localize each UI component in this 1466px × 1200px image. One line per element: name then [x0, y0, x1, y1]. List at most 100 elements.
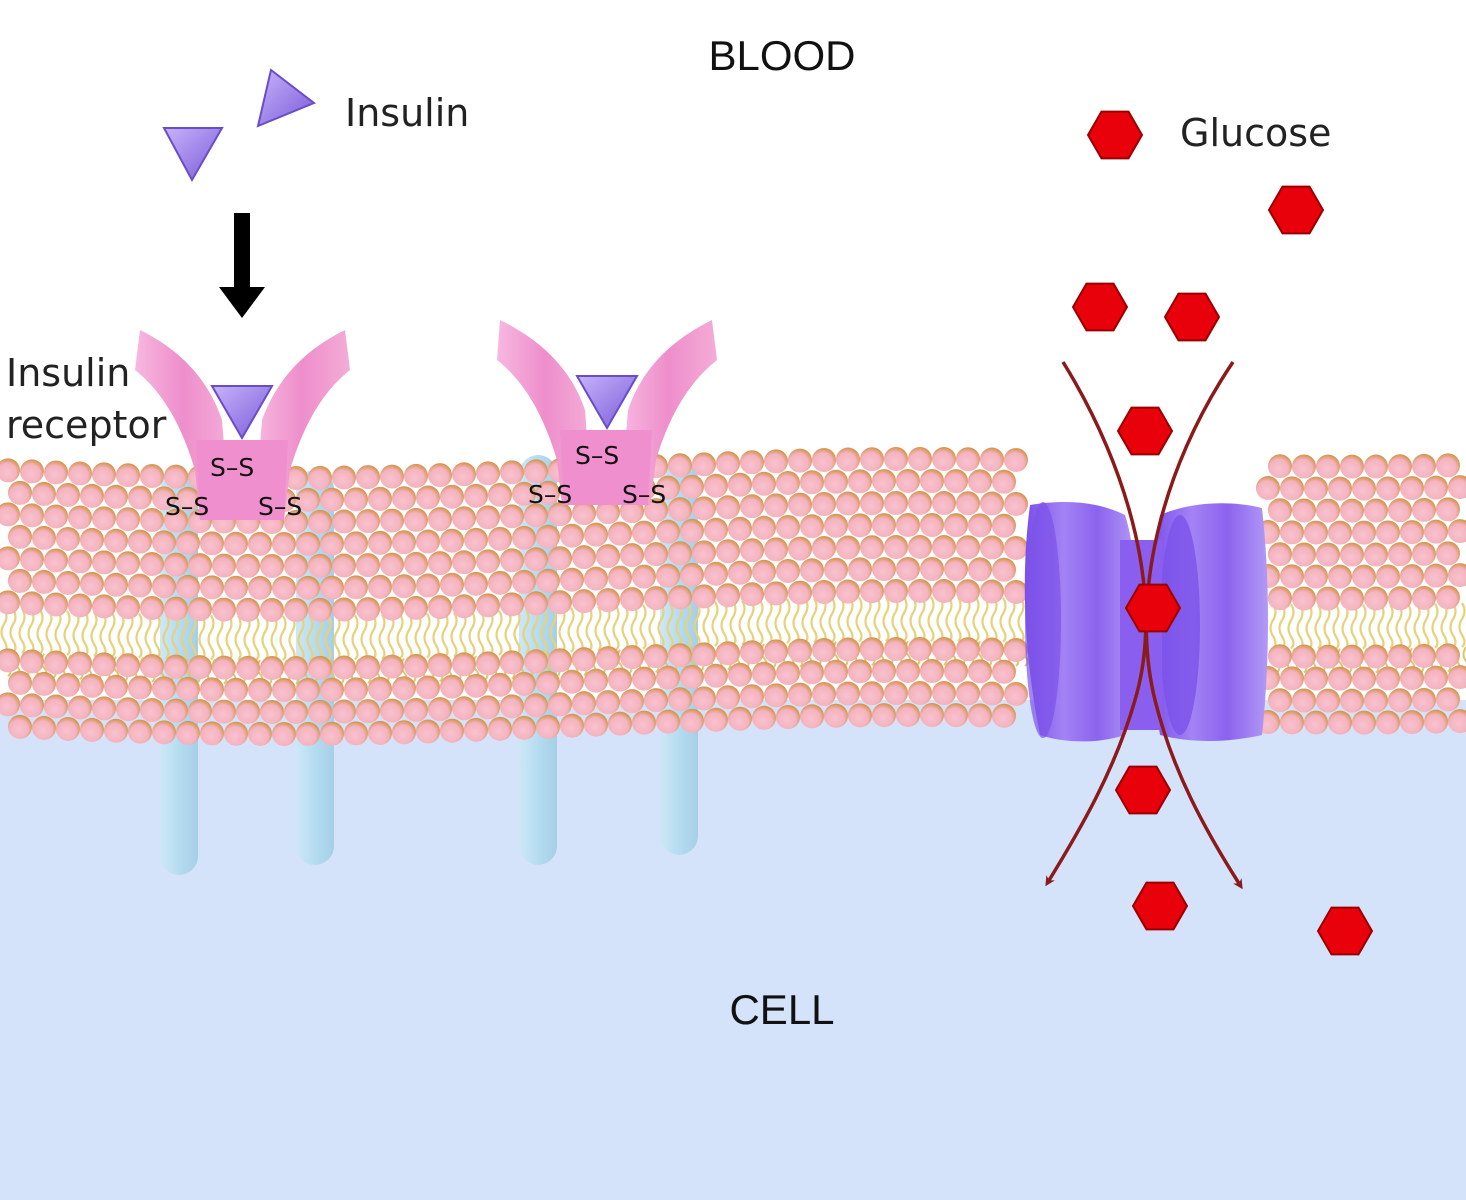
phospholipid-head — [452, 462, 476, 487]
phospholipid-head — [524, 547, 548, 572]
phospholipid-head — [572, 545, 596, 570]
disulfide-bond-label: S–S — [165, 492, 209, 521]
phospholipid-head — [1412, 497, 1436, 522]
phospholipid-head — [356, 699, 380, 724]
phospholipid-head — [1436, 453, 1460, 478]
phospholipid-head — [788, 638, 812, 663]
phospholipid-head — [824, 513, 848, 538]
phospholipid-head — [956, 681, 980, 706]
phospholipid-head — [8, 568, 32, 593]
lipid-tail — [144, 613, 152, 659]
phospholipid-head — [140, 463, 164, 488]
phospholipid-head — [680, 664, 704, 689]
phospholipid-head — [644, 542, 668, 567]
lipid-tail — [666, 603, 674, 649]
phospholipid-head — [464, 483, 488, 508]
phospholipid-head — [1388, 454, 1412, 479]
phospholipid-head — [872, 469, 896, 494]
phospholipid-head — [788, 536, 812, 561]
phospholipid-head — [944, 469, 968, 494]
insulin-molecule — [256, 68, 316, 128]
lipid-tail — [522, 609, 530, 655]
lipid-tail — [504, 609, 512, 656]
lipid-tail — [486, 610, 494, 657]
lipid-tail — [900, 596, 908, 642]
lipid-tail — [1462, 646, 1466, 672]
phospholipid-head — [428, 697, 452, 722]
phospholipid-head — [104, 528, 128, 553]
phospholipid-head — [884, 447, 908, 472]
lipid-tail — [405, 613, 413, 659]
phospholipid-head — [716, 641, 740, 666]
phospholipid-head — [884, 637, 908, 662]
phospholipid-head — [236, 699, 260, 724]
lipid-tail — [171, 614, 179, 660]
phospholipid-head — [32, 569, 56, 594]
phospholipid-head — [1364, 644, 1388, 669]
phospholipid-head — [368, 486, 392, 511]
phospholipid-head — [416, 573, 440, 598]
phospholipid-head — [524, 693, 548, 718]
phospholipid-head — [428, 551, 452, 576]
lipid-tail — [612, 605, 620, 651]
phospholipid-head — [560, 567, 584, 592]
phospholipid-head — [308, 597, 332, 622]
phospholipid-head — [56, 526, 80, 551]
phospholipid-head — [332, 597, 356, 622]
lipid-tail — [882, 596, 890, 642]
phospholipid-head — [68, 549, 92, 574]
lipid-tail — [783, 598, 791, 644]
phospholipid-head — [80, 717, 104, 742]
phospholipid-head — [1388, 498, 1412, 523]
phospholipid-head — [824, 703, 848, 728]
phospholipid-head — [896, 468, 920, 493]
phospholipid-head — [536, 714, 560, 739]
phospholipid-head — [560, 523, 584, 548]
glucose-molecules — [1071, 110, 1374, 956]
phospholipid-head — [740, 640, 764, 665]
phospholipid-head — [44, 592, 68, 617]
phospholipid-head — [284, 553, 308, 578]
phospholipid-head — [908, 446, 932, 471]
phospholipid-head — [488, 672, 512, 697]
phospholipid-head — [1328, 564, 1352, 589]
phospholipid-head — [1364, 688, 1388, 713]
phospholipid-head — [584, 668, 608, 693]
phospholipid-head — [692, 642, 716, 667]
phospholipid-head — [980, 637, 1004, 662]
bound-insulin-right — [575, 375, 639, 431]
phospholipid-head — [416, 485, 440, 510]
phospholipid-head — [1004, 681, 1028, 706]
phospholipid-head — [788, 448, 812, 473]
phospholipid-head — [164, 508, 188, 533]
phospholipid-head — [416, 529, 440, 554]
phospholipid-head — [548, 648, 572, 673]
phospholipid-head — [572, 647, 596, 672]
phospholipid-head — [548, 502, 572, 527]
phospholipid-head — [332, 655, 356, 680]
phospholipid-head — [536, 568, 560, 593]
phospholipid-head — [380, 508, 404, 533]
phospholipid-head — [800, 558, 824, 583]
lipid-tail — [657, 603, 665, 649]
lipid-tail — [819, 597, 827, 643]
phospholipid-head — [56, 672, 80, 697]
phospholipid-head — [932, 579, 956, 604]
phospholipid-head — [344, 531, 368, 556]
phospholipid-head — [152, 676, 176, 701]
phospholipid-head — [572, 501, 596, 526]
phospholipid-head — [224, 531, 248, 556]
phospholipid-head — [20, 503, 44, 528]
phospholipid-head — [476, 651, 500, 676]
phospholipid-head — [188, 699, 212, 724]
phospholipid-head — [1436, 541, 1460, 566]
phospholipid-head — [1292, 688, 1316, 713]
phospholipid-head — [728, 472, 752, 497]
phospholipid-head — [704, 707, 728, 732]
lipid-tail — [675, 602, 683, 649]
phospholipid-head — [356, 509, 380, 534]
phospholipid-head — [1268, 498, 1292, 523]
phospholipid-head — [704, 473, 728, 498]
lipid-tail — [639, 604, 647, 650]
phospholipid-head — [824, 659, 848, 684]
